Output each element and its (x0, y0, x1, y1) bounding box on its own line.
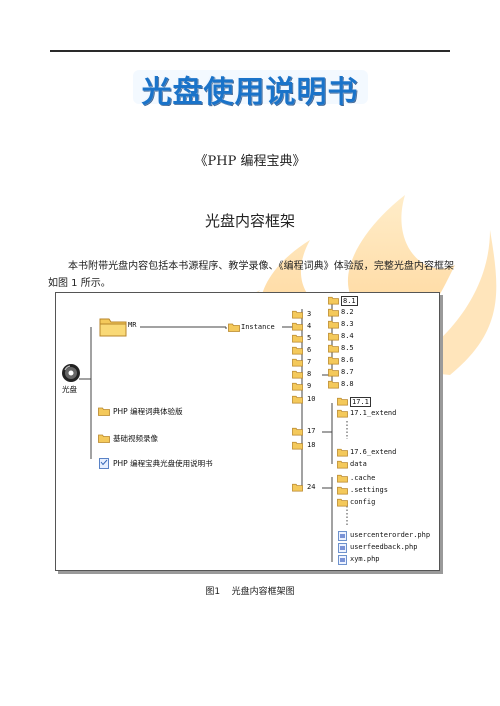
item-24-usercenterorder[interactable]: usercenterorder.php (350, 531, 431, 539)
item-8-1[interactable]: 8.1 (341, 296, 358, 306)
header-rule (50, 50, 450, 52)
root-label: 光盘 (62, 385, 77, 394)
folder-icon (328, 380, 339, 389)
folder-icon (292, 322, 303, 331)
item-24-settings[interactable]: .settings (350, 486, 388, 494)
manual-title-banner: 光盘使用说明书 (141, 75, 359, 110)
chapter-folder-7[interactable]: 7 (307, 358, 312, 366)
folder-icon (292, 334, 303, 343)
side-item-manual[interactable]: PHP 编程宝典光盘使用说明书 (113, 459, 213, 468)
item-24-cache[interactable]: .cache (350, 474, 376, 482)
folder-icon (337, 397, 348, 406)
cd-disc-icon (62, 364, 80, 382)
folder-icon (328, 320, 339, 329)
chapter-folder-24[interactable]: 24 (307, 483, 316, 491)
intro-paragraph: 本书附带光盘内容包括本书源程序、教学录像、《编程词典》体验版，完整光盘内容框架如… (48, 261, 454, 289)
item-17-1-extend[interactable]: 17.1_extend (350, 409, 397, 417)
item-8-2[interactable]: 8.2 (341, 308, 354, 316)
folder-icon (337, 498, 348, 507)
side-item-video[interactable]: 基础视频录像 (113, 434, 158, 443)
folder-icon (292, 358, 303, 367)
item-8-3[interactable]: 8.3 (341, 320, 354, 328)
php-file-icon (338, 543, 347, 553)
folder-icon (337, 409, 348, 418)
folder-icon (337, 448, 348, 457)
item-24-xym[interactable]: xym.php (350, 555, 380, 563)
item-24-config[interactable]: config (350, 498, 376, 506)
content-structure-diagram: 光盘 MR Instance PHP 编程词典体验版 基础视频录像 PHP 编程… (55, 292, 440, 571)
side-item-dictionary[interactable]: PHP 编程词典体验版 (113, 407, 183, 416)
chapter-folder-17[interactable]: 17 (307, 427, 316, 435)
item-17-1[interactable]: 17.1 (350, 397, 371, 407)
chapter-folder-8[interactable]: 8 (307, 370, 312, 378)
chapter-folder-5[interactable]: 5 (307, 334, 312, 342)
folder-icon (328, 356, 339, 365)
item-24-userfeedback[interactable]: userfeedback.php (350, 543, 418, 551)
folder-icon (292, 382, 303, 391)
instance-folder-icon[interactable] (228, 323, 240, 332)
book-title: 《PHP 编程宝典》 (194, 154, 306, 169)
section-title: 光盘内容框架 (204, 212, 295, 230)
mr-folder-icon[interactable] (99, 315, 127, 337)
chapter-folder-6[interactable]: 6 (307, 346, 312, 354)
chapter-folder-9[interactable]: 9 (307, 382, 312, 390)
folder-icon (328, 332, 339, 341)
document-icon (99, 458, 109, 469)
php-file-icon (338, 531, 347, 541)
folder-icon (292, 310, 303, 319)
folder-icon (292, 346, 303, 355)
item-8-6[interactable]: 8.6 (341, 356, 354, 364)
folder-icon (328, 368, 339, 377)
item-8-7[interactable]: 8.7 (341, 368, 354, 376)
folder-icon (328, 344, 339, 353)
folder-icon (337, 486, 348, 495)
chapter-folder-4[interactable]: 4 (307, 322, 312, 330)
item-8-5[interactable]: 8.5 (341, 344, 354, 352)
folder-icon (292, 370, 303, 379)
folder-icon (98, 434, 110, 443)
php-file-icon (338, 555, 347, 565)
folder-icon (292, 483, 303, 492)
instance-folder-label[interactable]: Instance (241, 323, 275, 331)
item-17-6-extend[interactable]: 17.6_extend (350, 448, 397, 456)
folder-icon (337, 460, 348, 469)
folder-icon (292, 427, 303, 436)
title-banner-bg (133, 70, 368, 104)
folder-icon (328, 308, 339, 317)
folder-icon (292, 395, 303, 404)
item-8-4[interactable]: 8.4 (341, 332, 354, 340)
mr-folder-label[interactable]: MR (128, 321, 137, 329)
folder-icon (98, 407, 110, 416)
folder-icon (292, 441, 303, 450)
folder-icon (337, 474, 348, 483)
chapter-folder-3[interactable]: 3 (307, 310, 312, 318)
figure-caption: 图1 光盘内容框架图 (205, 587, 295, 597)
chapter-folder-18[interactable]: 18 (307, 441, 316, 449)
diagram-connectors (79, 301, 348, 562)
item-17-data[interactable]: data (350, 460, 367, 468)
folder-icon (328, 296, 339, 305)
item-8-8[interactable]: 8.8 (341, 380, 354, 388)
chapter-folder-10[interactable]: 10 (307, 395, 316, 403)
